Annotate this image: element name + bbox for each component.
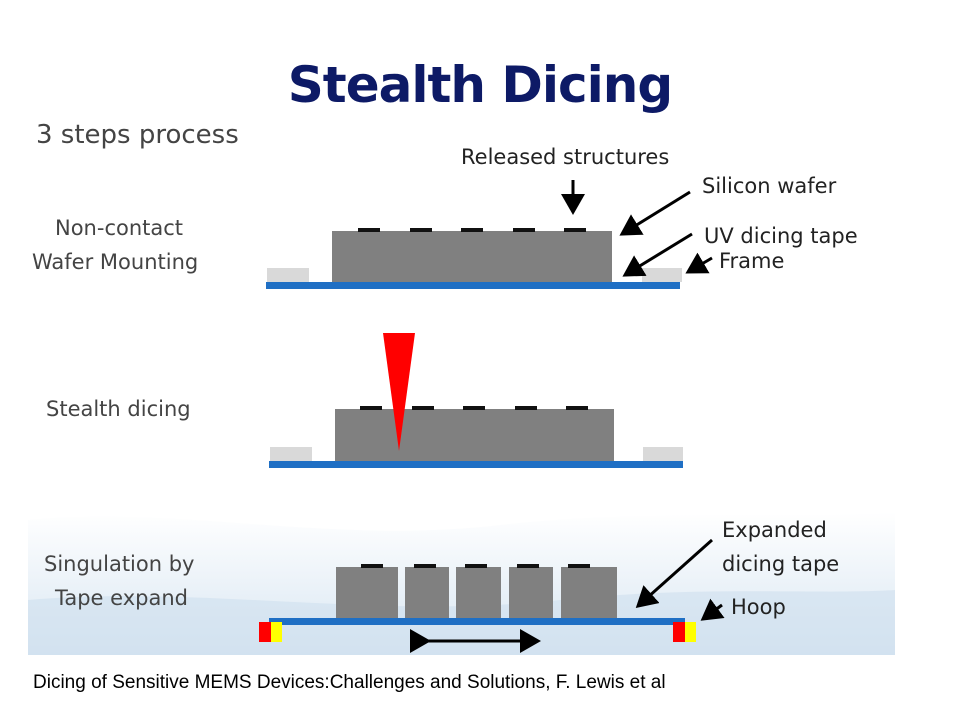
- step1-label-line1: Non-contact: [55, 216, 183, 240]
- singulated-dies: [336, 567, 617, 618]
- uv-dicing-tape-arrow: [622, 232, 693, 277]
- step1-silicon-wafer: [332, 231, 612, 282]
- step3-label-line2: Tape expand: [54, 586, 188, 610]
- step1-frame-right: [642, 268, 682, 282]
- expanded-dicing-tape: [269, 618, 685, 625]
- frame-label: Frame: [719, 249, 784, 273]
- step1-label-line2: Wafer Mounting: [32, 250, 198, 274]
- step1-released-structures: [358, 228, 586, 232]
- hoop-arrow: [700, 598, 725, 621]
- expanded-tape-label-line2: dicing tape: [722, 552, 839, 576]
- slide-title: Stealth Dicing: [287, 56, 673, 114]
- expanded-tape-arrow: [635, 538, 713, 608]
- step2-group: Stealth dicing: [46, 333, 683, 468]
- step2-label: Stealth dicing: [46, 397, 191, 421]
- laser-beam-icon: [383, 333, 415, 451]
- source-caption: Dicing of Sensitive MEMS Devices:Challen…: [33, 672, 666, 693]
- process-subtitle: 3 steps process: [36, 120, 239, 150]
- step3-label-line1: Singulation by: [44, 552, 194, 576]
- hoop-label: Hoop: [731, 595, 786, 619]
- uv-dicing-tape-label: UV dicing tape: [704, 224, 858, 248]
- frame-arrow: [685, 252, 713, 274]
- step2-released-structures: [360, 406, 588, 410]
- released-structures-label: Released structures: [461, 145, 669, 169]
- step3-group: Singulation by Tape expand: [28, 512, 895, 655]
- step2-frame-left: [270, 447, 312, 461]
- hoop-left: [259, 622, 282, 642]
- step2-uv-dicing-tape: [269, 461, 683, 468]
- step1-frame-left: [267, 268, 309, 282]
- step1-group: Non-contact Wafer Mounting Released stru…: [32, 145, 858, 289]
- step2-frame-right: [643, 447, 683, 461]
- step3-released-structures: [361, 564, 590, 568]
- hoop-right: [673, 622, 696, 642]
- expanded-tape-label-line1: Expanded: [722, 518, 827, 542]
- silicon-wafer-arrow: [619, 190, 691, 236]
- step2-silicon-wafer: [335, 409, 614, 461]
- silicon-wafer-label: Silicon wafer: [702, 174, 837, 198]
- step1-uv-dicing-tape: [266, 282, 680, 289]
